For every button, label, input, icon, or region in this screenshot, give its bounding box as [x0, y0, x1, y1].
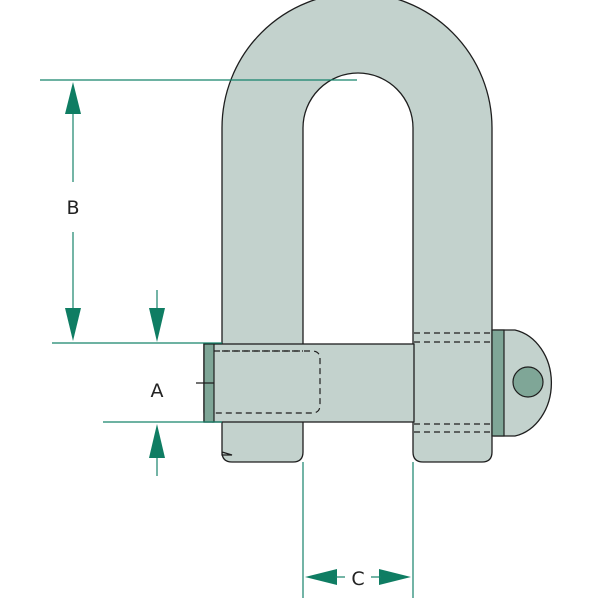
dimension-b: B	[40, 79, 357, 344]
dimension-c-arrow-right	[379, 569, 411, 585]
dimension-b-arrow-up	[65, 82, 81, 114]
pin-shank	[203, 343, 415, 423]
dimension-c-label: C	[351, 568, 364, 590]
dimension-a-arrow-down	[149, 308, 165, 342]
dimension-a: A	[103, 290, 222, 476]
dimension-a-arrow-up	[149, 424, 165, 458]
pin-eye-collar	[491, 329, 505, 437]
pin-eye-hole	[512, 366, 544, 398]
dimension-c-arrow-left	[305, 569, 337, 585]
dimension-c: C	[302, 462, 414, 598]
dimension-a-label: A	[151, 380, 164, 402]
dimension-b-label: B	[66, 197, 79, 219]
dimension-b-arrow-down	[65, 308, 81, 341]
pin-assembly	[196, 329, 552, 437]
hidden-bore-left	[214, 350, 321, 414]
